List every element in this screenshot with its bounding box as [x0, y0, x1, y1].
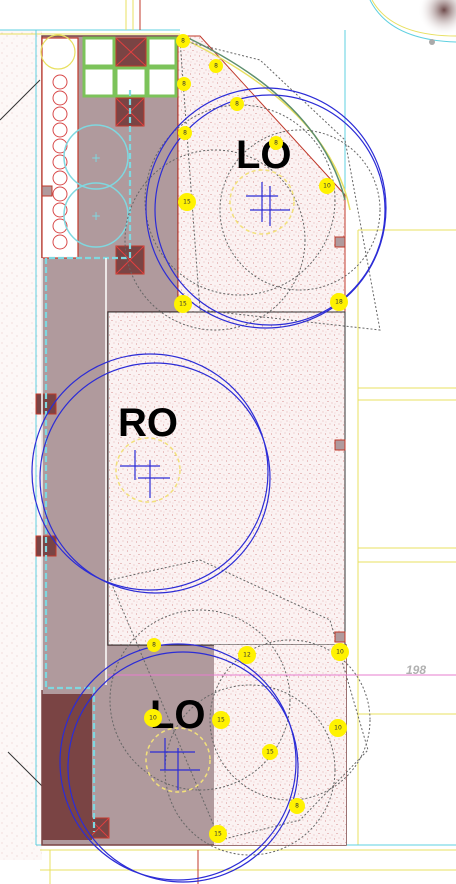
- coverage-circles: [31, 87, 387, 883]
- planting-bed-bottom: [214, 645, 346, 845]
- sprinkler-head[interactable]: 8: [176, 34, 190, 48]
- corner-leader-lines: [0, 79, 45, 789]
- sprinkler-head[interactable]: 15: [212, 711, 230, 729]
- svg-text:15: 15: [214, 831, 222, 838]
- planting-bed-top: [177, 35, 346, 313]
- sprinkler-head[interactable]: 12: [238, 646, 256, 664]
- planter-plants: [52, 74, 68, 250]
- sprinkler-head[interactable]: 8: [209, 59, 223, 73]
- sprinkler-head[interactable]: 15: [174, 295, 192, 313]
- svg-text:10: 10: [334, 725, 342, 732]
- svg-text:10: 10: [336, 649, 344, 656]
- sprinkler-head[interactable]: 15: [262, 744, 278, 760]
- sprinkler-head[interactable]: 18: [330, 293, 348, 311]
- irrigation-main-line: [44, 90, 132, 832]
- sprinkler-head[interactable]: 8: [230, 97, 244, 111]
- shrub-marker-2: +: [91, 209, 101, 223]
- zone-label-lo-top: LO: [236, 133, 292, 177]
- svg-text:8: 8: [183, 130, 187, 137]
- tree-markers: [120, 182, 290, 790]
- sprinkler-head[interactable]: 10: [329, 719, 347, 737]
- svg-text:15: 15: [183, 199, 191, 206]
- sprinkler-head[interactable]: 8: [178, 126, 192, 140]
- edging-curve: [183, 35, 346, 201]
- planter-tree-top: [40, 34, 76, 70]
- valve-markers: [41, 185, 346, 643]
- svg-text:8: 8: [295, 803, 299, 810]
- svg-text:10: 10: [149, 715, 157, 722]
- irrigation-edge-line: [41, 258, 107, 690]
- svg-text:8: 8: [181, 38, 185, 45]
- sprinkler-head[interactable]: 10: [144, 709, 162, 727]
- svg-text:18: 18: [335, 299, 343, 306]
- sprinkler-head[interactable]: 15: [178, 193, 196, 211]
- zone-label-ro: RO: [118, 401, 178, 445]
- tree-canopies: [115, 169, 295, 793]
- sprinkler-heads: 8 8 8 8 8 8 10 15 15 18 8 12 10 10 10 15…: [144, 34, 349, 843]
- sprinkler-head[interactable]: 15: [209, 825, 227, 843]
- planter-strip: [41, 37, 79, 259]
- svg-text:10: 10: [323, 183, 331, 190]
- dark-bed: [42, 694, 92, 840]
- svg-text:8: 8: [235, 101, 239, 108]
- svg-text:8: 8: [274, 140, 278, 147]
- sprinkler-head[interactable]: 8: [177, 77, 191, 91]
- svg-text:8: 8: [182, 81, 186, 88]
- sprinkler-head[interactable]: 10: [319, 178, 335, 194]
- svg-text:15: 15: [217, 717, 225, 724]
- svg-text:8: 8: [214, 63, 218, 70]
- shrub-marker-1: +: [91, 151, 101, 165]
- sprinkler-head[interactable]: 8: [147, 638, 161, 652]
- svg-text:8: 8: [152, 642, 156, 649]
- svg-text:12: 12: [243, 652, 251, 659]
- dimension-label: 198: [406, 663, 426, 677]
- svg-text:15: 15: [266, 749, 274, 756]
- svg-text:15: 15: [179, 301, 187, 308]
- sprinkler-head[interactable]: 8: [289, 798, 305, 814]
- sprinkler-head[interactable]: 8: [269, 136, 283, 150]
- boundary-curve: [185, 39, 351, 211]
- sprinkler-head[interactable]: 10: [331, 643, 349, 661]
- corner-feature: [369, 0, 456, 45]
- planter-shrubs: [63, 124, 129, 248]
